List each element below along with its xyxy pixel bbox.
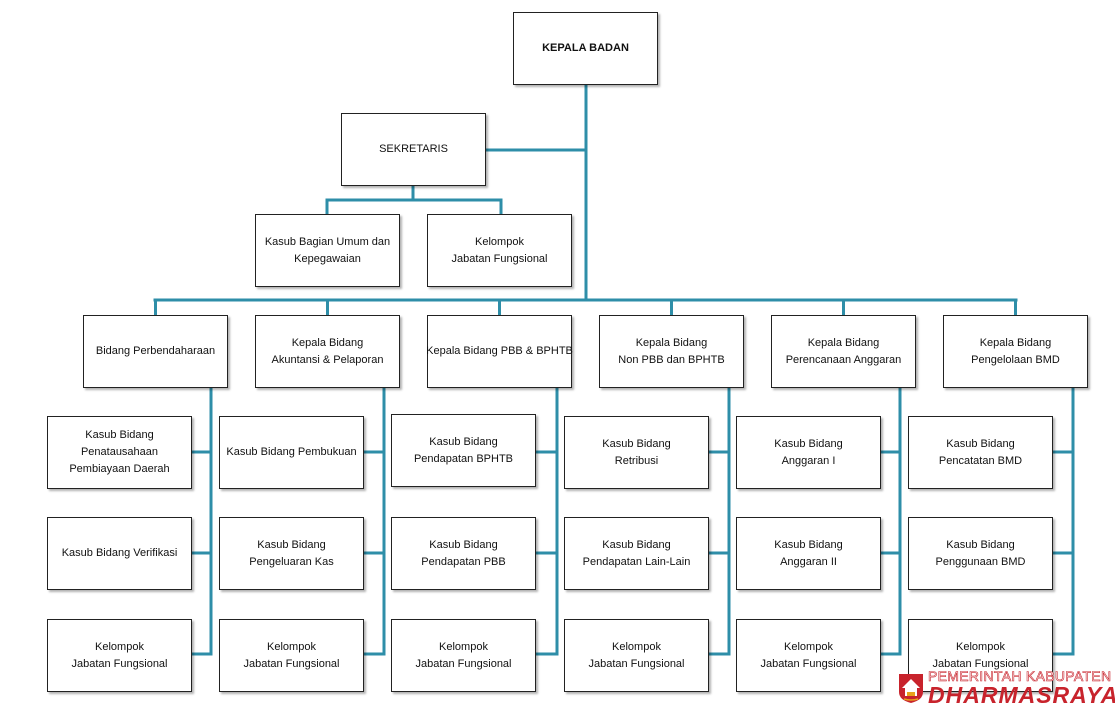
unit-box-6-3-text-1: Kelompok <box>956 640 1005 653</box>
unit-box-1-3-text-2: Jabatan Fungsional <box>71 657 168 670</box>
unit-box-4-3-text-2: Jabatan Fungsional <box>588 657 685 670</box>
unit-box-5-1-text-2: Anggaran I <box>781 454 836 467</box>
secretary-box-text-1: SEKRETARIS <box>379 143 448 155</box>
unit-box-1-2: Kasub Bidang Verifikasi <box>47 517 192 590</box>
unit-box-3-1-text-2: Pendapatan BPHTB <box>413 452 514 465</box>
unit-box-2-3-text-1: Kelompok <box>267 640 316 653</box>
division-box-5-text-2: Perencanaan Anggaran <box>785 353 902 366</box>
regency-emblem-icon <box>899 674 923 703</box>
unit-box-5-1-text-1: Kasub Bidang <box>774 437 843 450</box>
unit-box-3-2-text-2: Pendapatan PBB <box>421 555 506 568</box>
unit-box-3-3-text-2: Jabatan Fungsional <box>415 657 512 670</box>
division-box-4-text-1: Kepala Bidang <box>635 336 708 349</box>
secretary-fungsional-box-text-2: Jabatan Fungsional <box>451 252 548 265</box>
unit-box-6-3-text-2: Jabatan Fungsional <box>932 657 1029 670</box>
unit-box-4-2-text-2: Pendapatan Lain-Lain <box>582 555 691 568</box>
unit-box-5-2-text-1: Kasub Bidang <box>774 538 843 551</box>
division-box-6-text-2: Pengelolaan BMD <box>971 353 1060 366</box>
head-box: KEPALA BADAN <box>513 12 658 85</box>
unit-box-3-2-text-1: Kasub Bidang <box>429 538 498 551</box>
kasub-umum-box-text-1: Kasub Bagian Umum dan <box>264 235 391 248</box>
unit-box-5-3-text-2: Jabatan Fungsional <box>760 657 857 670</box>
unit-box-4-2-text-1: Kasub Bidang <box>602 538 671 551</box>
unit-box-3-3-text-1: Kelompok <box>439 640 488 653</box>
division-box-3-text-1: Kepala Bidang PBB & BPHTB <box>426 345 573 357</box>
unit-box-2-2-text-2: Pengeluaran Kas <box>249 555 334 568</box>
division-box-2-text-1: Kepala Bidang <box>291 336 364 349</box>
kasub-umum-box-text-2: Kepegawaian <box>294 252 361 265</box>
unit-box-1-3-text-1: Kelompok <box>95 640 144 653</box>
unit-box-6-1-text-1: Kasub Bidang <box>946 437 1015 450</box>
division-box-4-text-2: Non PBB dan BPHTB <box>618 353 725 366</box>
unit-box-4-1-text-2: Retribusi <box>614 454 659 467</box>
unit-box-5-2-text-2: Anggaran II <box>780 555 837 568</box>
secretary-box: SEKRETARIS <box>341 113 486 186</box>
unit-box-4-1-text-1: Kasub Bidang <box>602 437 671 450</box>
logo-line-1: PEMERINTAH KABUPATEN <box>928 668 1112 685</box>
head-box-text-1: KEPALA BADAN <box>542 42 629 54</box>
unit-box-6-1-text-2: Pencatatan BMD <box>938 454 1023 467</box>
division-box-2-text-2: Akuntansi & Pelaporan <box>271 353 384 366</box>
unit-box-2-1: Kasub Bidang Pembukuan <box>219 416 364 489</box>
division-box-1: Bidang Perbendaharaan <box>83 315 228 388</box>
regency-logo: PEMERINTAH KABUPATEN DHARMASRAYA <box>896 668 1115 708</box>
division-box-6-text-1: Kepala Bidang <box>979 336 1052 349</box>
division-box-1-text-1: Bidang Perbendaharaan <box>95 345 216 357</box>
unit-box-4-3-text-1: Kelompok <box>612 640 661 653</box>
unit-box-6-2-text-2: Penggunaan BMD <box>935 555 1026 568</box>
unit-box-1-2-text-1: Kasub Bidang Verifikasi <box>61 547 178 559</box>
unit-box-3-1-text-1: Kasub Bidang <box>429 435 498 448</box>
logo-line-2: DHARMASRAYA <box>928 682 1115 708</box>
unit-box-1-1-text-1: Kasub Bidang <box>85 429 154 441</box>
unit-box-1-1-text-3: Pembiayaan Daerah <box>69 463 170 475</box>
unit-box-1-1-text-2: Penatausahaan <box>80 446 159 458</box>
unit-box-2-2-text-1: Kasub Bidang <box>257 538 326 551</box>
unit-box-5-3-text-1: Kelompok <box>784 640 833 653</box>
secretary-fungsional-box-text-1: Kelompok <box>475 235 524 248</box>
division-box-3: Kepala Bidang PBB & BPHTB <box>426 315 573 388</box>
division-box-5-text-1: Kepala Bidang <box>807 336 880 349</box>
unit-box-6-2-text-1: Kasub Bidang <box>946 538 1015 551</box>
unit-box-2-1-text-1: Kasub Bidang Pembukuan <box>226 446 357 458</box>
unit-box-2-3-text-2: Jabatan Fungsional <box>243 657 340 670</box>
